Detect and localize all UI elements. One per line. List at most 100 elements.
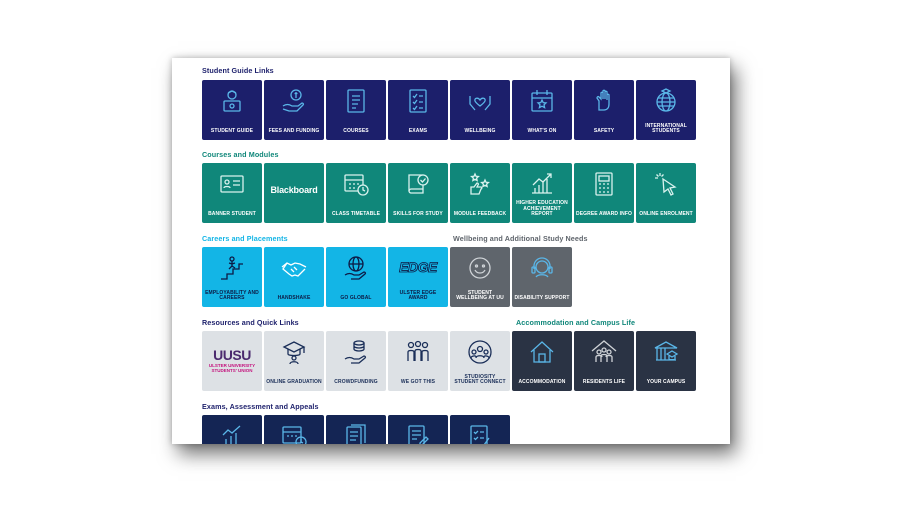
- book-icon: [408, 174, 429, 194]
- uusu-logo: UUSU: [213, 347, 251, 363]
- tile-label: Safety: [593, 128, 615, 135]
- tile-label: Your Campus: [646, 379, 686, 386]
- campus-icon: [654, 341, 679, 361]
- tile-label: International Students: [645, 122, 687, 135]
- people-icon: [407, 340, 429, 361]
- tile-label: Employability and Careers: [205, 289, 259, 302]
- online-graduation-tile[interactable]: Online Graduation: [264, 331, 324, 391]
- globe-icon: [656, 88, 676, 112]
- tile-label: What's On: [527, 128, 557, 135]
- tile-label: Class Timetable: [331, 211, 381, 218]
- degree-award-info-tile[interactable]: Degree Award Info: [574, 163, 634, 223]
- exams-appeals-tile-5[interactable]: [450, 415, 510, 444]
- cursor-icon: [655, 173, 677, 196]
- tile-label: Skills for Study: [393, 211, 443, 218]
- document-edit-icon: [408, 425, 429, 444]
- house-icon: [530, 341, 554, 363]
- tile-label: Student Guide: [210, 128, 254, 135]
- hear-tile[interactable]: Higher Education Achievement Report: [512, 163, 572, 223]
- graduation-icon: [282, 341, 306, 365]
- exams-appeals-tile-4[interactable]: [388, 415, 448, 444]
- section-title-exams: Exams, Assessment and Appeals: [202, 402, 319, 411]
- handshake-tile[interactable]: Handshake: [264, 247, 324, 307]
- section-title-careers: Careers and Placements: [202, 234, 288, 243]
- tile-label: Handshake: [277, 295, 311, 302]
- international-students-tile[interactable]: International Students: [636, 80, 696, 140]
- skills-for-study-tile[interactable]: Skills for Study: [388, 163, 448, 223]
- bar-chart-icon: [222, 425, 241, 444]
- courses-icon: [347, 89, 365, 113]
- exams-appeals-tile-3[interactable]: [326, 415, 386, 444]
- tile-label: Degree Award Info: [576, 211, 632, 218]
- studiosity-tile[interactable]: Studiosity Student Connect: [450, 331, 510, 391]
- tile-label: Accommodation: [518, 379, 566, 386]
- tile-label: Residents Life: [582, 379, 626, 386]
- safety-tile[interactable]: Safety: [574, 80, 634, 140]
- calculator-icon: [595, 172, 613, 196]
- exams-tile[interactable]: Exams: [388, 80, 448, 140]
- tile-label: Online Enrolment: [639, 211, 693, 218]
- blackboard-tile[interactable]: Blackboard: [264, 163, 324, 223]
- student-guide-tile[interactable]: Student Guide: [202, 80, 262, 140]
- your-campus-tile[interactable]: Your Campus: [636, 331, 696, 391]
- student-wellbeing-tile[interactable]: Student Wellbeing at UU: [450, 247, 510, 307]
- chart-icon: [532, 173, 552, 194]
- tile-label: Module Feedback: [453, 211, 507, 218]
- ulster-edge-award-tile[interactable]: EDGE Ulster EDGE Award: [388, 247, 448, 307]
- student-links-page: Student Guide Links Student Guide Fees a…: [172, 58, 730, 444]
- blackboard-logo: Blackboard: [270, 185, 318, 195]
- class-timetable-tile[interactable]: Class Timetable: [326, 163, 386, 223]
- tile-label: Student Wellbeing at UU: [456, 289, 504, 302]
- tile-label: Disability Support: [514, 295, 570, 302]
- tile-label: Exams: [408, 128, 428, 135]
- whats-on-tile[interactable]: What's On: [512, 80, 572, 140]
- documents-icon: [346, 424, 366, 444]
- accommodation-tile[interactable]: Accommodation: [512, 331, 572, 391]
- go-global-tile[interactable]: Go Global: [326, 247, 386, 307]
- smile-face-icon: [469, 257, 491, 279]
- exams-appeals-tile-2[interactable]: [264, 415, 324, 444]
- tile-label: Higher Education Achievement Report: [516, 200, 568, 218]
- tile-label: Online Graduation: [266, 379, 322, 386]
- tile-label: Courses: [343, 128, 369, 135]
- careers-icon: [221, 256, 243, 280]
- group-icon: [468, 340, 492, 364]
- tile-label: We Got This: [400, 379, 436, 386]
- disability-support-tile[interactable]: Disability Support: [512, 247, 572, 307]
- fees-and-funding-tile[interactable]: Fees and Funding: [264, 80, 324, 140]
- tent-icon: [591, 340, 617, 362]
- id-card-icon: [220, 175, 244, 193]
- calendar-icon: [531, 90, 553, 112]
- exams-appeals-tile-1[interactable]: [202, 415, 262, 444]
- edge-logo: EDGE: [399, 259, 438, 276]
- feedback-icon: [470, 172, 490, 195]
- module-feedback-tile[interactable]: Module Feedback: [450, 163, 510, 223]
- checklist-icon: [470, 425, 490, 444]
- coins-hand-icon: [344, 340, 367, 364]
- crowdfunding-tile[interactable]: Crowdfunding: [326, 331, 386, 391]
- tile-label: Banner Student: [208, 211, 256, 218]
- headset-icon: [531, 257, 553, 278]
- section-title-resources: Resources and Quick Links: [202, 318, 299, 327]
- globe-hand-icon: [344, 256, 367, 280]
- we-got-this-tile[interactable]: We Got This: [388, 331, 448, 391]
- courses-tile[interactable]: Courses: [326, 80, 386, 140]
- uusu-tile[interactable]: UUSU ULSTER UNIVERSITY STUDENTS' UNION: [202, 331, 262, 391]
- tile-label: Fees and Funding: [268, 128, 320, 135]
- tile-label: Crowdfunding: [334, 379, 378, 386]
- wellbeing-tile[interactable]: Wellbeing: [450, 80, 510, 140]
- employability-careers-tile[interactable]: Employability and Careers: [202, 247, 262, 307]
- exams-icon: [409, 89, 427, 113]
- wellbeing-icon: [469, 96, 491, 111]
- online-enrolment-tile[interactable]: Online Enrolment: [636, 163, 696, 223]
- handshake-icon: [281, 262, 307, 277]
- uusu-logo-subtitle: ULSTER UNIVERSITY STUDENTS' UNION: [208, 363, 256, 373]
- tile-label: Go Global: [340, 295, 372, 302]
- tile-label: Ulster EDGE Award: [399, 289, 437, 302]
- fees-icon: [282, 89, 305, 112]
- section-title-accommodation: Accommodation and Campus Life: [516, 318, 636, 327]
- section-title-wellbeing: Wellbeing and Additional Study Needs: [453, 234, 588, 243]
- residents-life-tile[interactable]: Residents Life: [574, 331, 634, 391]
- section-title-courses-modules: Courses and Modules: [202, 150, 279, 159]
- banner-student-tile[interactable]: Banner Student: [202, 163, 262, 223]
